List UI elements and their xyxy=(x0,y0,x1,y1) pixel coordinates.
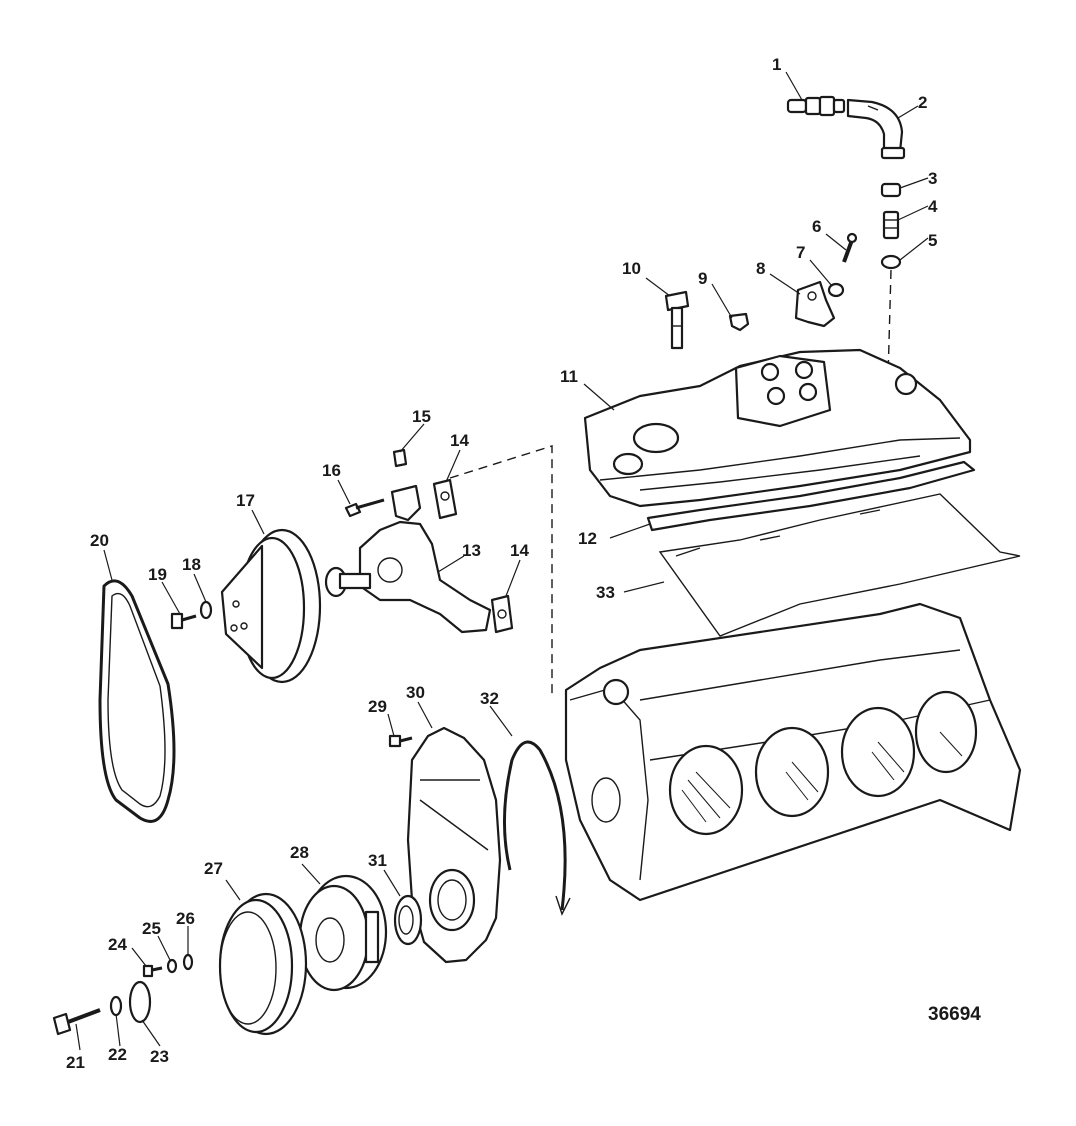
part-14-gasket-lower xyxy=(490,594,514,634)
assembly-line-5 xyxy=(887,269,892,379)
part-15-plug xyxy=(392,448,408,468)
part-10-bolt xyxy=(664,290,690,350)
part-12-gasket xyxy=(646,460,976,532)
part-4-adapter xyxy=(882,210,900,240)
part-27-crankshaft-pulley xyxy=(218,892,308,1036)
part-5-washer xyxy=(880,254,902,270)
part-33-valley-cover xyxy=(658,493,1021,637)
callout-2: 2 xyxy=(918,93,927,112)
part-9-plug xyxy=(728,312,750,332)
callout-10: 10 xyxy=(622,259,641,278)
part-24-bolt xyxy=(142,964,163,978)
part-17-pulley xyxy=(220,528,322,684)
callout-30: 30 xyxy=(406,683,425,702)
callout-29: 29 xyxy=(368,697,387,716)
callout-31: 31 xyxy=(368,851,387,870)
part-21-bolt xyxy=(52,1008,101,1036)
part-13-water-pump xyxy=(324,484,492,634)
part-14-gasket-upper xyxy=(432,478,458,520)
callout-25: 25 xyxy=(142,919,161,938)
callout-11: 11 xyxy=(560,367,578,386)
callout-4: 4 xyxy=(928,197,938,216)
callout-19: 19 xyxy=(148,565,167,584)
callout-6: 6 xyxy=(812,217,821,236)
part-22-washer xyxy=(109,995,123,1017)
part-18-washer xyxy=(199,600,213,620)
callout-16: 16 xyxy=(322,461,341,480)
cylinder-bores xyxy=(668,690,978,836)
callout-3: 3 xyxy=(928,169,937,188)
callout-5: 5 xyxy=(928,231,937,250)
part-26-washer xyxy=(182,953,194,971)
callout-14-lower: 14 xyxy=(510,541,529,560)
part-25-washer xyxy=(166,958,178,974)
callout-28: 28 xyxy=(290,843,309,862)
callout-13: 13 xyxy=(462,541,481,560)
callout-33: 33 xyxy=(596,583,615,602)
callout-27: 27 xyxy=(204,859,223,878)
leader-lines xyxy=(75,71,929,1051)
part-11-intake-manifold xyxy=(583,348,972,508)
callout-15: 15 xyxy=(412,407,431,426)
callout-1: 1 xyxy=(772,55,781,74)
part-7-nut xyxy=(827,282,845,298)
callout-17: 17 xyxy=(236,491,255,510)
part-2-hose xyxy=(846,98,906,160)
callout-22: 22 xyxy=(108,1045,127,1064)
callout-23: 23 xyxy=(150,1047,169,1066)
part-23-plate-washer xyxy=(128,980,152,1024)
part-31-seal xyxy=(393,894,423,946)
callout-21: 21 xyxy=(66,1053,85,1072)
callout-20: 20 xyxy=(90,531,109,550)
callout-7: 7 xyxy=(796,243,805,262)
callout-18: 18 xyxy=(182,555,201,574)
callout-26: 26 xyxy=(176,909,195,928)
engine-block xyxy=(564,602,1022,902)
part-30-timing-cover xyxy=(406,726,502,964)
part-16-bolt xyxy=(344,498,385,518)
callout-32: 32 xyxy=(480,689,499,708)
callout-8: 8 xyxy=(756,259,765,278)
callout-9: 9 xyxy=(698,269,707,288)
part-32-gasket-ring xyxy=(502,740,571,916)
part-28-balancer-hub xyxy=(298,874,388,992)
callout-24: 24 xyxy=(108,935,127,954)
callout-12: 12 xyxy=(578,529,597,548)
part-1-fitting xyxy=(786,95,846,117)
part-6-bolt xyxy=(842,232,858,263)
callout-14-upper: 14 xyxy=(450,431,469,450)
part-19-bolt xyxy=(170,612,197,630)
callout-labels: 1 2 3 4 5 6 7 8 9 10 11 12 13 14 14 15 1… xyxy=(66,55,938,1072)
part-29-bolt xyxy=(388,734,413,748)
figure-number: 36694 xyxy=(928,1004,981,1025)
assembly-line-pump xyxy=(449,445,553,698)
part-20-drive-belt xyxy=(98,579,176,823)
part-3-fitting xyxy=(880,182,902,198)
part-8-bracket xyxy=(794,280,836,328)
